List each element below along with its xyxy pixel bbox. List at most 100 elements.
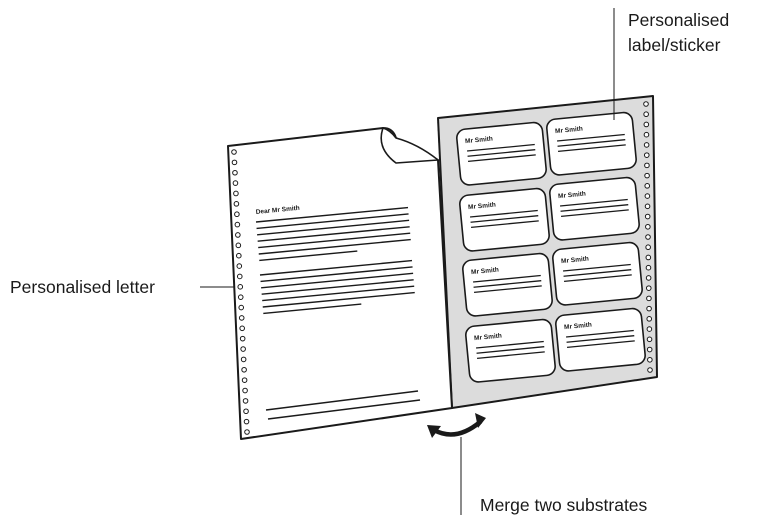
feed-hole [233,190,239,197]
label-text-line [567,340,635,349]
letter-text-line [259,259,413,276]
feed-hole [643,131,650,138]
feed-hole [244,429,250,435]
feed-hole [236,252,242,259]
merge-callout: Merge two substrates [480,495,648,515]
label-text-line [557,139,626,147]
feed-hole [645,264,652,271]
feed-hole [240,346,246,352]
label-text-line [473,274,541,283]
feed-hole [643,152,650,158]
feed-hole [646,326,653,332]
feed-hole [231,149,237,155]
label-text-line [563,269,632,277]
feed-hole [241,377,248,383]
letter-text-line [263,303,362,315]
feed-hole [232,169,238,176]
feed-hole [237,284,244,290]
label-text-line [476,346,545,354]
letter-paper [227,127,453,440]
letter-text-line [258,232,411,249]
label-card-outline [465,318,556,383]
feed-hole [644,213,651,220]
letter-text-line [259,250,358,262]
page-curl [380,127,439,164]
feed-hole [647,367,653,373]
label-text-line [558,144,626,153]
feed-hole [646,336,653,343]
feed-hole [236,263,243,269]
letter-text-line [261,272,414,289]
label-callout-line-2: label/sticker [628,35,721,55]
feed-hole [643,101,649,107]
feed-hole [233,201,240,207]
feed-hole [644,183,651,189]
letter-text-line [261,279,414,295]
label-text-line [563,263,631,272]
label-text-line [477,351,545,360]
label-text-line [470,215,539,223]
feed-hole [643,111,649,118]
feed-hole [239,335,246,342]
feed-hole [241,366,247,373]
label-text-line [467,143,535,152]
feed-hole [644,203,651,210]
feed-hole [643,142,650,148]
feed-hole [243,408,249,415]
feed-hole [644,193,651,199]
feed-hole [243,418,250,425]
letter-callout: Personalised letter [10,277,155,297]
feed-hole [644,162,650,169]
letter-text-line [256,213,409,230]
feed-hole [646,295,652,302]
label-callout-line-1: Personalised [628,10,730,30]
feed-hole [646,316,653,322]
label-name: Mr Smith [555,126,583,136]
label-text-line [470,209,538,218]
feed-hole [646,346,653,353]
feed-hole [645,254,652,261]
letter-text-line [260,266,413,283]
feed-hole [234,221,241,228]
letter-footer-lines [265,390,421,420]
letter-body-lines [255,206,415,315]
letter-greeting: Dear Mr Smith [256,205,301,216]
label-name: Mr Smith [465,136,493,146]
label-name: Mr Smith [468,202,496,212]
feed-hole [645,223,651,230]
feed-hole [238,304,245,311]
label-card: Mr Smith [459,187,550,252]
feed-hole [645,244,651,251]
feed-hole [647,356,653,363]
letter-text-line [257,219,410,236]
feed-hole [645,234,651,240]
feed-hole [645,285,652,291]
label-card: Mr Smith [552,241,643,306]
label-card: Mr Smith [456,121,547,186]
labels-grid: Mr Smith Mr Smith Mr Smith Mr Smith Mr Smith… [456,111,646,383]
label-card-outline [546,111,637,176]
letter-text-line [255,206,409,223]
letter-text-line [262,285,415,302]
label-text-line [476,340,544,349]
label-name: Mr Smith [561,256,589,266]
label-card: Mr Smith [462,252,553,317]
label-text-line [468,154,536,163]
feed-hole [645,275,652,281]
label-text-line [566,329,634,338]
label-sticker-callout: Personalised label/sticker [628,8,729,58]
feed-hole [242,398,249,404]
label-card-outline [555,307,646,372]
label-name: Mr Smith [471,267,499,277]
label-text-line [473,280,542,288]
feed-hole [238,315,245,321]
label-card: Mr Smith [546,111,637,176]
label-name: Mr Smith [558,191,586,201]
feed-hole [235,242,242,249]
label-text-line [474,285,542,294]
label-text-line [467,149,536,157]
label-card: Mr Smith [465,318,556,383]
letter-text-line [257,226,410,242]
label-card-outline [456,121,547,186]
letter-text-line [262,291,415,308]
